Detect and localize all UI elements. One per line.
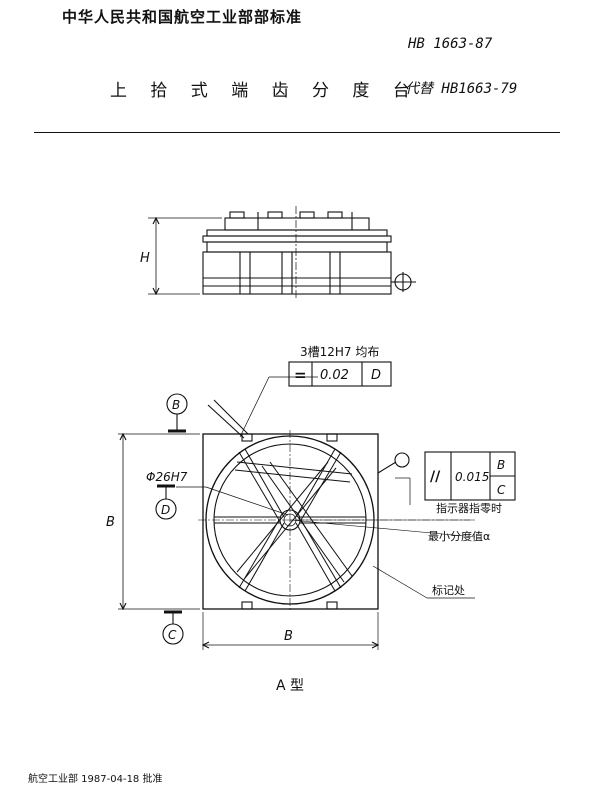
parallel-frame bbox=[424, 451, 516, 501]
parallel-tolerance: 0.015 bbox=[455, 470, 489, 484]
approval-footer: 航空工业部 1987-04-18 批准 bbox=[28, 774, 163, 785]
datum-b-label: B bbox=[172, 398, 180, 412]
parallel-datum-b: B bbox=[497, 458, 505, 472]
symmetry-symbol: = bbox=[294, 366, 307, 384]
figure-caption: A 型 bbox=[276, 678, 304, 694]
plan-width-dim: B bbox=[284, 629, 293, 644]
flatness-tolerance: 0.02 bbox=[320, 368, 349, 383]
mark-note: 标记处 bbox=[432, 583, 465, 597]
parallel-symbol: // bbox=[430, 469, 441, 485]
flatness-datum: D bbox=[371, 368, 381, 383]
standard-number: HB 1663-87 bbox=[408, 36, 493, 52]
datum-c-label: C bbox=[168, 628, 177, 642]
datum-c-marker bbox=[162, 610, 184, 645]
issuing-organization: 中华人民共和国航空工业部部标准 bbox=[62, 8, 303, 26]
header-rule bbox=[34, 132, 560, 133]
slot-note: 3槽12H7 均布 bbox=[300, 345, 379, 359]
side-view bbox=[148, 206, 416, 300]
flatness-frame bbox=[288, 361, 392, 387]
datum-b-marker bbox=[166, 393, 188, 433]
document-title: 上 拾 式 端 齿 分 度 台 bbox=[110, 81, 419, 101]
plan-view bbox=[118, 376, 476, 650]
min-index-note: 最小分度值α bbox=[428, 529, 490, 543]
side-height-dim: H bbox=[140, 251, 150, 266]
bore-dimension: Φ26H7 bbox=[146, 470, 188, 484]
replaces-standard: 代替 HB1663-79 bbox=[405, 81, 518, 97]
plan-height-dim: B bbox=[106, 515, 115, 530]
pointer-note: 指示器指零时 bbox=[436, 501, 502, 515]
parallel-datum-c: C bbox=[497, 483, 506, 497]
datum-d-label: D bbox=[161, 503, 170, 517]
datum-d-marker bbox=[155, 484, 177, 520]
